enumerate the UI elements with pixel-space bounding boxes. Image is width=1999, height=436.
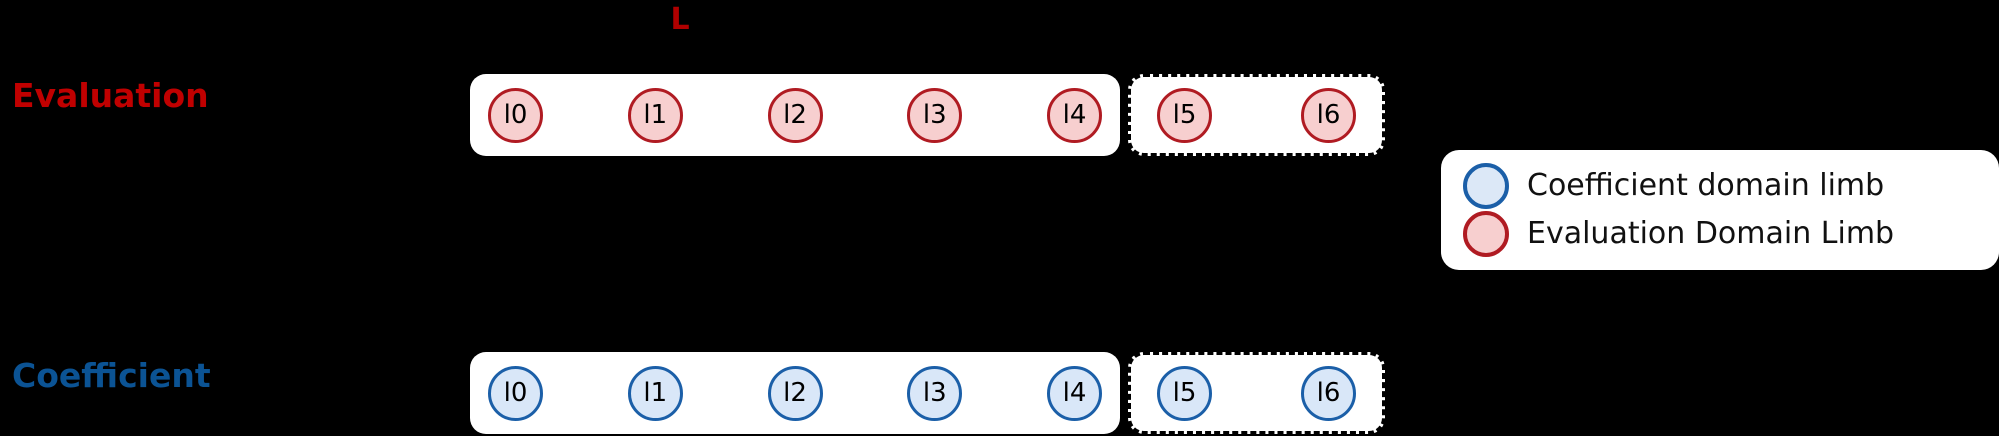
legend-item-coefficient: Coefficient domain limb <box>1463 163 1999 209</box>
limb-coef-l5[interactable]: l5 <box>1157 365 1212 421</box>
limb-eval-l6[interactable]: l6 <box>1301 87 1356 143</box>
limb-coef-l2[interactable]: l2 <box>767 365 823 421</box>
limb-coef-l1[interactable]: l1 <box>627 365 683 421</box>
limb-eval-l3[interactable]: l3 <box>907 87 963 143</box>
legend-label-evaluation: Evaluation Domain Limb <box>1527 216 1895 251</box>
limb-eval-l4[interactable]: l4 <box>1047 87 1102 143</box>
evaluation-main-limb-group: l0 l1 l2 l3 l4 <box>470 74 1120 156</box>
limb-coef-l4[interactable]: l4 <box>1047 365 1102 421</box>
evaluation-row-label: Evaluation <box>12 76 209 115</box>
limb-eval-l5[interactable]: l5 <box>1157 87 1212 143</box>
coefficient-main-limb-group: l0 l1 l2 l3 l4 <box>470 352 1120 434</box>
legend-label-coefficient: Coefficient domain limb <box>1527 168 1885 203</box>
limb-eval-l1[interactable]: l1 <box>627 87 683 143</box>
coefficient-limb-swatch-icon <box>1463 163 1509 209</box>
l-marker-label: L <box>670 2 690 37</box>
limb-eval-l2[interactable]: l2 <box>767 87 823 143</box>
limb-coef-l6[interactable]: l6 <box>1301 365 1356 421</box>
coefficient-row-label: Coefficient <box>12 356 211 395</box>
legend-item-evaluation: Evaluation Domain Limb <box>1463 211 1999 257</box>
evaluation-limb-swatch-icon <box>1463 211 1509 257</box>
evaluation-tail-limb-group: l5 l6 <box>1128 74 1385 156</box>
coefficient-tail-limb-group: l5 l6 <box>1128 352 1385 434</box>
limb-coef-l3[interactable]: l3 <box>907 365 963 421</box>
limb-coef-l0[interactable]: l0 <box>488 365 543 421</box>
legend-panel: Coefficient domain limb Evaluation Domai… <box>1441 150 1999 270</box>
limb-eval-l0[interactable]: l0 <box>488 87 543 143</box>
